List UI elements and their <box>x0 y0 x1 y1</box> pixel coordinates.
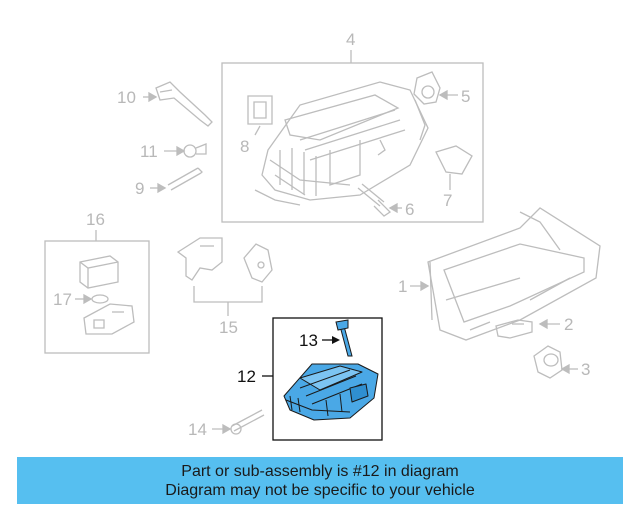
part-4-housing <box>254 81 429 206</box>
callout-11: 11 <box>140 142 158 161</box>
part-5-bumper <box>413 71 441 105</box>
parts-diagram <box>44 50 601 441</box>
part-16-frame <box>44 240 150 354</box>
info-banner: Part or sub-assembly is #12 in diagram D… <box>17 457 623 504</box>
part-1-glovebox-door <box>427 207 601 341</box>
callout-9: 9 <box>135 179 145 198</box>
part-16-lamp <box>79 255 135 335</box>
callout-1: 1 <box>398 277 408 296</box>
callout-2: 2 <box>564 315 574 334</box>
callout-4: 4 <box>346 30 356 49</box>
part-8-bracket <box>247 95 273 125</box>
part-10-strut <box>155 81 213 127</box>
part-13-pin <box>335 319 353 357</box>
callout-6: 6 <box>405 200 415 219</box>
part-6-pin <box>357 183 392 217</box>
callout-5: 5 <box>461 87 471 106</box>
part-14-bolt <box>230 409 265 435</box>
part-11-screw <box>183 143 207 158</box>
part-9-rod <box>167 167 203 191</box>
banner-line-1: Part or sub-assembly is #12 in diagram <box>181 462 459 480</box>
callout-7: 7 <box>443 191 453 210</box>
banner-line-2: Diagram may not be specific to your vehi… <box>165 481 475 499</box>
callout-15: 15 <box>219 318 238 337</box>
callout-12: 12 <box>237 367 256 386</box>
part-17-bulb <box>91 294 109 304</box>
callout-10: 10 <box>117 88 136 107</box>
callout-14: 14 <box>188 420 207 439</box>
part-15-bracket-left <box>176 237 223 281</box>
part-15-bracket-right <box>243 243 273 283</box>
callout-8: 8 <box>240 137 250 156</box>
part-3-lock <box>533 345 563 379</box>
part-12-frame <box>272 317 383 441</box>
part-7-trim <box>435 145 473 175</box>
callout-13: 13 <box>299 331 318 350</box>
part-2-latch <box>495 319 533 339</box>
part-4-frame <box>221 62 484 223</box>
callout-3: 3 <box>581 360 591 379</box>
callout-16: 16 <box>86 210 105 229</box>
part-12-glovebox-assembly <box>283 363 379 421</box>
callout-17: 17 <box>53 290 72 309</box>
